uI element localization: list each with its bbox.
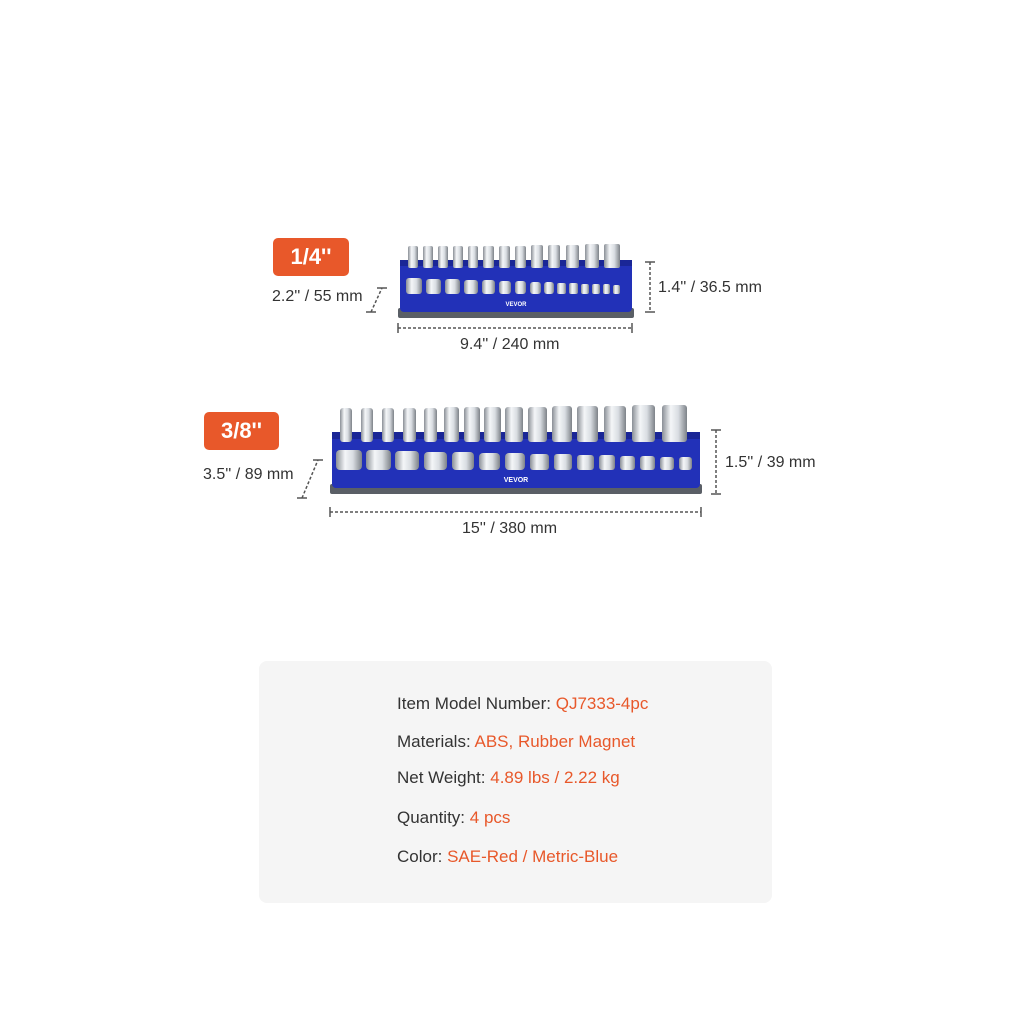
- spec-row-color: Color: SAE-Red / Metric-Blue: [397, 847, 618, 867]
- spec-row-materials: Materials: ABS, Rubber Magnet: [397, 732, 635, 752]
- spec-row-model: Item Model Number: QJ7333-4pc: [397, 694, 648, 714]
- rack-brand-quarter-inch: VEVOR: [505, 302, 527, 308]
- depth-label-quarter-inch: 2.2'' / 55 mm: [272, 288, 363, 305]
- dimension-lines-three-eighths-inch: [297, 429, 721, 517]
- spec-row-quantity: Quantity: 4 pcs: [397, 808, 510, 828]
- dimension-lines-quarter-inch: [366, 261, 655, 333]
- front-row-sockets-quarter-inch: [406, 278, 620, 294]
- rack-brand-three-eighths-inch: VEVOR: [504, 477, 529, 484]
- length-label-quarter-inch: 9.4'' / 240 mm: [460, 336, 560, 353]
- spec-value: 4.89 lbs / 2.22 kg: [490, 768, 620, 787]
- spec-row-weight: Net Weight: 4.89 lbs / 2.22 kg: [397, 768, 620, 788]
- spec-value: 4 pcs: [469, 808, 511, 827]
- spec-value: QJ7333-4pc: [555, 694, 649, 713]
- specs-panel: Item Model Number: QJ7333-4pc Materials:…: [259, 661, 772, 903]
- spec-label: Color:: [397, 847, 448, 866]
- spec-label: Item Model Number:: [397, 694, 556, 713]
- back-row-sockets-quarter-inch: [408, 244, 620, 268]
- size-badge-three-eighths-inch: 3/8'': [204, 412, 279, 450]
- size-badge-quarter-inch: 1/4'': [273, 238, 349, 276]
- spec-label: Net Weight:: [397, 768, 491, 787]
- spec-value: ABS, Rubber Magnet: [474, 732, 636, 751]
- socket-rack-quarter-inch: VEVOR: [398, 244, 634, 318]
- depth-label-three-eighths-inch: 3.5'' / 89 mm: [203, 466, 294, 483]
- height-label-three-eighths-inch: 1.5'' / 39 mm: [725, 454, 816, 471]
- height-label-quarter-inch: 1.4'' / 36.5 mm: [658, 279, 762, 296]
- length-label-three-eighths-inch: 15'' / 380 mm: [462, 520, 558, 537]
- front-row-sockets-three-eighths-inch: [336, 450, 692, 470]
- spec-label: Materials:: [397, 732, 475, 751]
- socket-rack-three-eighths-inch: VEVOR: [330, 405, 702, 494]
- back-row-sockets-three-eighths-inch: [340, 405, 687, 442]
- spec-value: SAE-Red / Metric-Blue: [447, 847, 619, 866]
- spec-label: Quantity:: [397, 808, 470, 827]
